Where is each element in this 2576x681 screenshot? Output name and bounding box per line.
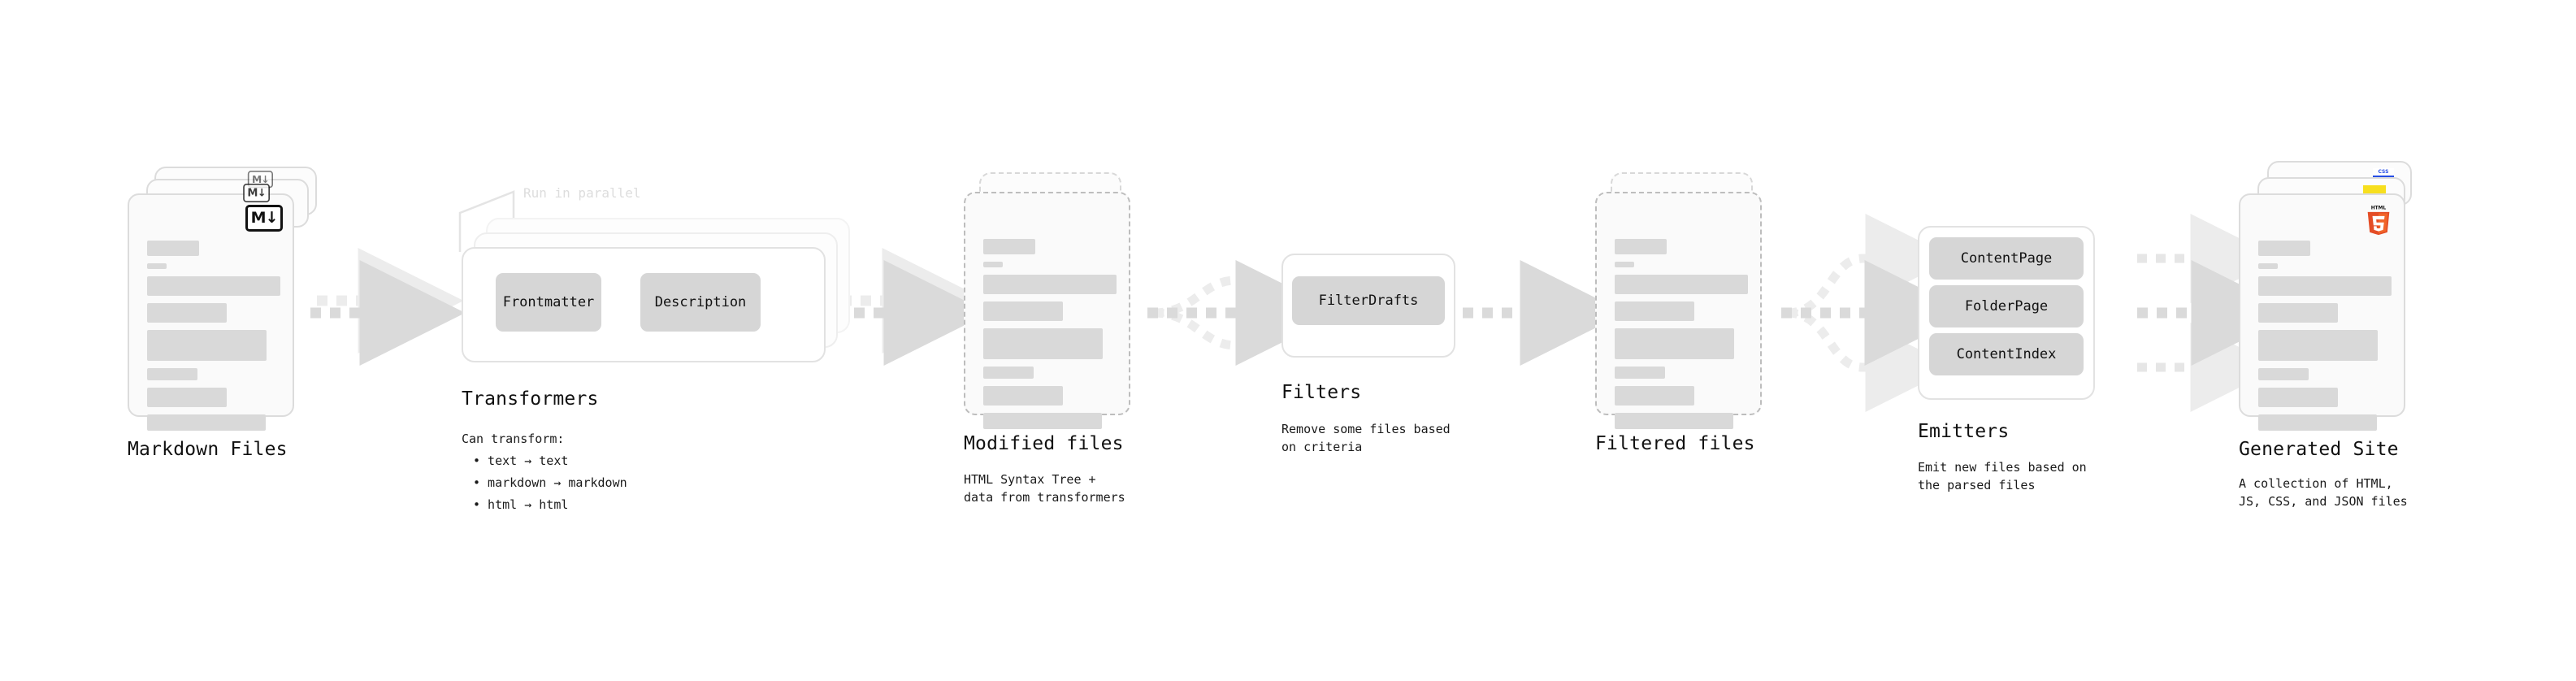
connector-md-to-transformers	[310, 248, 466, 366]
html5-icon-svg: HTML	[2367, 206, 2390, 236]
transformers-bullet-1: • markdown → markdown	[473, 475, 627, 490]
skeleton-bar	[147, 276, 280, 296]
markdown-icon-back-label: M↓	[251, 172, 270, 185]
emitter-pill-folderpage-label: FolderPage	[1964, 298, 2049, 314]
transformer-pill-frontmatter[interactable]: Frontmatter	[496, 273, 601, 332]
markdown-icon-back: M↓	[247, 171, 273, 189]
markdown-icon-label: M↓	[250, 209, 279, 227]
skeleton-bar	[147, 388, 227, 407]
skeleton-bar	[147, 330, 267, 361]
modified-files-subtitle: HTML Syntax Tree + data from transformer…	[964, 472, 1125, 505]
filter-pill-filterdrafts-label: FilterDrafts	[1318, 293, 1419, 309]
skeleton-bar	[983, 239, 1035, 254]
connector-filtered-to-emitters	[1781, 214, 1971, 412]
emitters-subtitle: Emit new files based on the parsed files	[1918, 460, 2087, 492]
skeleton-bar	[2258, 388, 2338, 407]
skeleton-bar	[2258, 276, 2392, 296]
skeleton-bar	[147, 303, 227, 323]
skeleton-bar	[983, 275, 1117, 294]
skeleton-lines	[2258, 223, 2392, 438]
skeleton-bar	[147, 263, 167, 269]
skeleton-bar	[2258, 330, 2378, 361]
skeleton-bar	[1615, 367, 1665, 379]
skeleton-bar	[983, 301, 1063, 321]
skeleton-bar	[983, 367, 1034, 379]
stage-title-filtered-files: Filtered files	[1595, 433, 1755, 454]
skeleton-bar	[2258, 263, 2278, 269]
skeleton-bar	[147, 368, 197, 380]
markdown-icon-mid: M↓	[243, 184, 270, 202]
skeleton-bar	[2258, 241, 2310, 256]
skeleton-bar	[1615, 239, 1667, 254]
transformer-pill-description-label: Description	[654, 294, 747, 310]
skeleton-lines	[147, 223, 280, 438]
html5-icon: HTML	[2365, 203, 2392, 236]
stage-title-transformers: Transformers	[462, 388, 599, 410]
emitter-pill-folderpage[interactable]: FolderPage	[1929, 285, 2084, 327]
skeleton-bar	[983, 386, 1063, 406]
skeleton-bar	[983, 328, 1103, 359]
skeleton-bar	[2258, 303, 2338, 323]
svg-text:HTML: HTML	[2371, 206, 2387, 211]
filters-subtitle: Remove some files based on criteria	[1281, 422, 1451, 454]
emitter-pill-contentpage[interactable]: ContentPage	[1929, 237, 2084, 280]
skeleton-bar	[1615, 262, 1634, 267]
transformers-bullet-0: • text → text	[473, 453, 569, 468]
stage-title-modified-files: Modified files	[964, 433, 1124, 454]
skeleton-bar	[147, 241, 199, 256]
stage-title-emitters: Emitters	[1918, 421, 2010, 442]
transformers-subtitle: Can transform:	[462, 432, 565, 446]
transformers-bullet-2: • html → html	[473, 497, 569, 512]
connector-modified-to-filters	[1147, 260, 1342, 366]
emitter-pill-contentindex[interactable]: ContentIndex	[1929, 333, 2084, 375]
skeleton-bar	[1615, 413, 1733, 429]
generated-site-subtitle: A collection of HTML, JS, CSS, and JSON …	[2239, 476, 2408, 509]
transformer-pill-frontmatter-label: Frontmatter	[502, 294, 595, 310]
stage-title-markdown-files: Markdown Files	[128, 439, 288, 460]
generated-site-card-front: HTML	[2239, 193, 2405, 431]
skeleton-bar	[1615, 275, 1748, 294]
skeleton-lines	[983, 221, 1117, 436]
skeleton-bar	[147, 414, 266, 431]
filtered-file-card-front	[1595, 192, 1762, 429]
stage-title-filters: Filters	[1281, 382, 1362, 403]
transformer-pill-description[interactable]: Description	[640, 273, 761, 332]
markdown-file-card-front: M↓	[128, 193, 294, 431]
skeleton-bar	[983, 413, 1102, 429]
skeleton-bar	[1615, 386, 1694, 406]
emitter-pill-contentpage-label: ContentPage	[1960, 250, 2053, 267]
skeleton-bar	[2258, 414, 2377, 431]
run-in-parallel-note: Run in parallel	[523, 185, 641, 201]
stage-title-generated-site: Generated Site	[2239, 439, 2399, 460]
skeleton-bar	[2258, 368, 2309, 380]
connector-emitters-to-site	[2137, 214, 2297, 412]
css-icon-label: CSS	[2378, 169, 2389, 175]
skeleton-bar	[983, 262, 1003, 267]
markdown-icon-mid-label: M↓	[247, 186, 266, 199]
skeleton-bar	[1615, 328, 1734, 359]
emitter-pill-contentindex-label: ContentIndex	[1956, 346, 2057, 362]
filter-pill-filterdrafts[interactable]: FilterDrafts	[1292, 276, 1445, 325]
modified-file-card-front	[964, 192, 1130, 429]
skeleton-lines	[1615, 221, 1748, 436]
skeleton-bar	[1615, 301, 1694, 321]
markdown-icon: M↓	[245, 205, 283, 232]
